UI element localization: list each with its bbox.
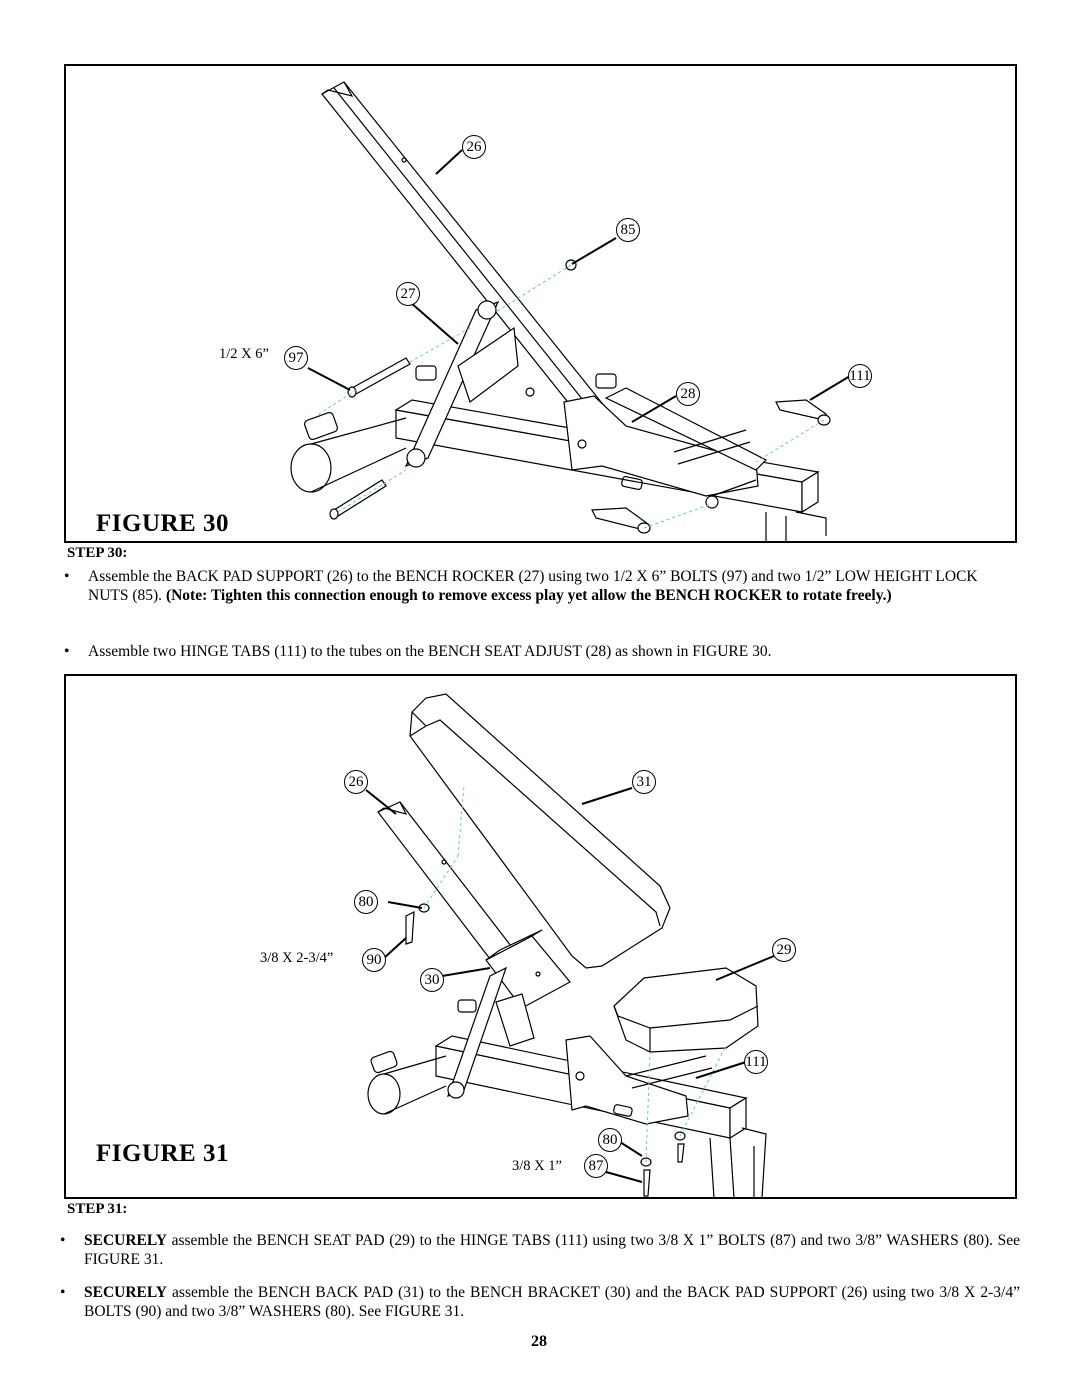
callout-27: 27 [396, 282, 420, 306]
step-31-bullet-1: • SECURELY assemble the BENCH SEAT PAD (… [60, 1231, 1020, 1269]
callout-111: 111 [848, 364, 872, 388]
bench-back-pad-drawing [409, 693, 671, 969]
step-30-bullet-1-text: Assemble the BACK PAD SUPPORT (26) to th… [88, 568, 978, 604]
callout-90: 90 [362, 948, 386, 972]
step-31-bullet-1-emphasis: SECURELY [84, 1232, 167, 1249]
callout-30: 30 [420, 968, 444, 992]
callout-26: 26 [344, 770, 368, 794]
bolt-87-size-label: 3/8 X 1” [512, 1158, 562, 1174]
assembly-guide-lines [423, 785, 727, 1163]
callout-111: 111 [744, 1050, 768, 1074]
callout-97: 97 [284, 346, 308, 370]
bench-seat-pad-drawing [613, 967, 759, 1053]
step-30-heading: STEP 30: [67, 545, 128, 561]
figure-31-title: FIGURE 31 [96, 1140, 229, 1167]
callout-leader-lines [307, 149, 851, 423]
bench-rocker-drawing [447, 966, 535, 1099]
bullet-symbol: • [64, 643, 70, 660]
bullet-symbol: • [60, 1284, 66, 1301]
step-30-bullet-1: • Assemble the BACK PAD SUPPORT (26) to … [64, 567, 1018, 605]
bench-bracket-drawing [485, 929, 571, 1009]
callout-80-upper: 80 [354, 890, 378, 914]
bullet-symbol: • [60, 1232, 66, 1249]
step-31-bullet-1-text: assemble the BENCH SEAT PAD (29) to the … [84, 1232, 1020, 1268]
bullet-symbol: • [64, 568, 70, 585]
callout-31: 31 [632, 770, 656, 794]
callout-26: 26 [462, 135, 486, 159]
callout-leader-lines [365, 787, 775, 1183]
callout-29: 29 [772, 938, 796, 962]
step-31-bullet-2-emphasis: SECURELY [84, 1284, 167, 1301]
bench-seat-adjust-drawing [563, 379, 768, 509]
bench-rocker-drawing [404, 300, 519, 468]
bolt-90-size-label: 3/8 X 2-3/4” [260, 950, 334, 966]
step-31-bullet-2-text: assemble the BENCH BACK PAD (31) to the … [84, 1284, 1020, 1320]
frame-details-drawing [304, 365, 617, 441]
page-number: 28 [531, 1333, 547, 1350]
assembly-guide-lines [315, 264, 825, 529]
step-30-bullet-2: • Assemble two HINGE TABS (111) to the t… [64, 642, 1018, 661]
callout-87: 87 [584, 1154, 608, 1178]
figure-31-drawing [365, 693, 775, 1198]
main-frame-drawing [367, 1035, 767, 1198]
callout-28: 28 [676, 382, 700, 406]
step-31-bullet-2: • SECURELY assemble the BENCH BACK PAD (… [60, 1283, 1020, 1321]
bolt-97-size-label: 1/2 X 6” [219, 346, 269, 362]
callout-85: 85 [616, 218, 640, 242]
step-30-bullet-2-text: Assemble two HINGE TABS (111) to the tub… [88, 643, 772, 660]
step-30-note: (Note: Tighten this connection enough to… [165, 587, 892, 604]
step-31-heading: STEP 31: [67, 1201, 128, 1217]
figure-30-frame: 26 85 27 1/2 X 6” 97 111 28 FIGURE 30 [64, 64, 1017, 543]
bench-seat-adjust-drawing [565, 1035, 713, 1125]
figure-31-frame: 26 31 80 3/8 X 2-3/4” 90 29 30 111 80 3/… [64, 674, 1017, 1199]
callout-80-lower: 80 [598, 1128, 622, 1152]
figure-30-title: FIGURE 30 [96, 510, 229, 537]
figure-30-drawing [290, 81, 851, 542]
